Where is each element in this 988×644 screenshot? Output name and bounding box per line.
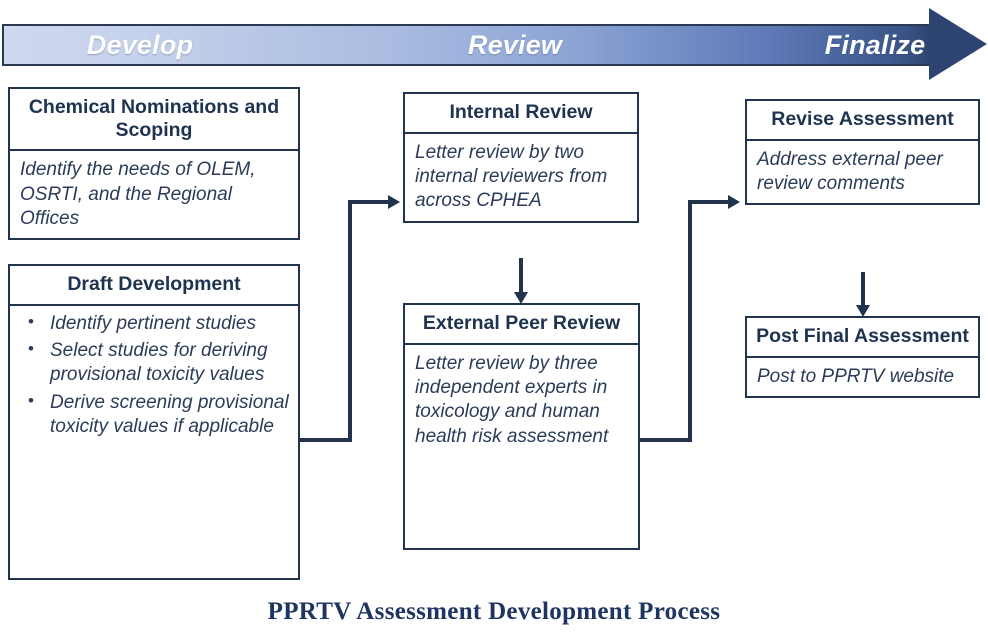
draft-development-bullet-list: Identify pertinent studies Select studie… (16, 311, 290, 440)
connector-external-to-revise-segment-2 (688, 200, 692, 442)
arrow-right-icon-internal-review (388, 195, 400, 209)
node-external-peer-review-body: Letter review by three independent exper… (415, 352, 609, 447)
node-draft-development-body: Identify pertinent studies Select studie… (10, 306, 298, 449)
node-post-final-assessment-title: Post Final Assessment (747, 318, 978, 358)
arrow-down-icon-external-peer-review (514, 292, 528, 304)
list-item: Derive screening provisional toxicity va… (28, 390, 290, 440)
node-draft-development-title: Draft Development (10, 266, 298, 306)
arrow-right-icon-revise-assessment (728, 195, 740, 209)
connector-draft-to-internal-segment-1 (300, 438, 352, 442)
connector-internal-to-external (519, 258, 523, 300)
node-internal-review-title: Internal Review (405, 94, 637, 134)
node-external-peer-review: External Peer Review Letter review by th… (403, 303, 640, 550)
node-chemical-nominations-body: Identify the needs of OLEM, OSRTI, and t… (20, 159, 256, 229)
connector-draft-to-internal-segment-2 (348, 200, 352, 442)
node-post-final-assessment: Post Final Assessment Post to PPRTV webs… (745, 316, 980, 398)
connector-external-to-revise-segment-3 (688, 200, 732, 204)
node-revise-assessment: Revise Assessment Address external peer … (745, 99, 980, 206)
node-chemical-nominations-title: Chemical Nominations and Scoping (10, 89, 298, 152)
node-revise-assessment-body: Address external peer review comments (757, 148, 943, 194)
node-chemical-nominations: Chemical Nominations and Scoping Identif… (8, 87, 300, 241)
connector-external-to-revise-segment-1 (640, 438, 692, 442)
phase-label-review: Review (467, 30, 563, 60)
phase-banner-body (2, 24, 932, 66)
connector-revise-to-post-final (861, 272, 865, 312)
list-item: Identify pertinent studies (28, 311, 290, 336)
node-draft-development: Draft Development Identify pertinent stu… (8, 264, 300, 580)
phase-label-finalize: Finalize (824, 30, 926, 60)
node-internal-review-body: Letter review by two internal reviewers … (415, 141, 608, 212)
node-external-peer-review-title: External Peer Review (405, 305, 638, 345)
node-internal-review: Internal Review Letter review by two int… (403, 92, 639, 223)
node-revise-assessment-title: Revise Assessment (747, 101, 978, 141)
arrow-down-icon-post-final-assessment (856, 305, 870, 317)
phase-banner: Develop Review Finalize (0, 8, 988, 80)
node-post-final-assessment-body: Post to PPRTV website (757, 365, 955, 387)
phase-label-develop: Develop (86, 30, 194, 60)
diagram-caption: PPRTV Assessment Development Process (267, 598, 721, 625)
connector-draft-to-internal-segment-3 (348, 200, 392, 204)
list-item: Select studies for deriving provisional … (28, 338, 290, 388)
